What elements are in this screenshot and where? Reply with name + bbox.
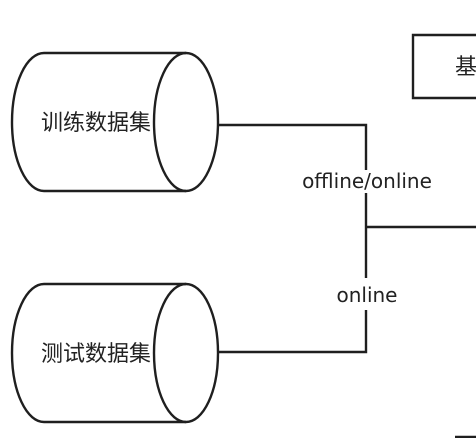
test-cylinder-cap	[152, 282, 187, 424]
test-dataset-label: 测试数据集	[41, 342, 151, 367]
train-dataset-cylinder: 训练数据集	[10, 51, 220, 193]
online-label: online	[336, 283, 397, 307]
test-dataset-cylinder: 测试数据集	[10, 282, 220, 424]
train-cylinder-cap	[152, 51, 187, 193]
train-dataset-label: 训练数据集	[41, 111, 151, 136]
connectors	[216, 123, 476, 354]
test-connector-line	[216, 310, 368, 354]
partial-box-outline	[411, 33, 476, 100]
offline-online-label: offline/online	[302, 169, 432, 193]
partial-box-label: 基	[455, 55, 476, 80]
train-connector-line	[216, 123, 368, 170]
partial-process-box: 基	[411, 33, 476, 100]
